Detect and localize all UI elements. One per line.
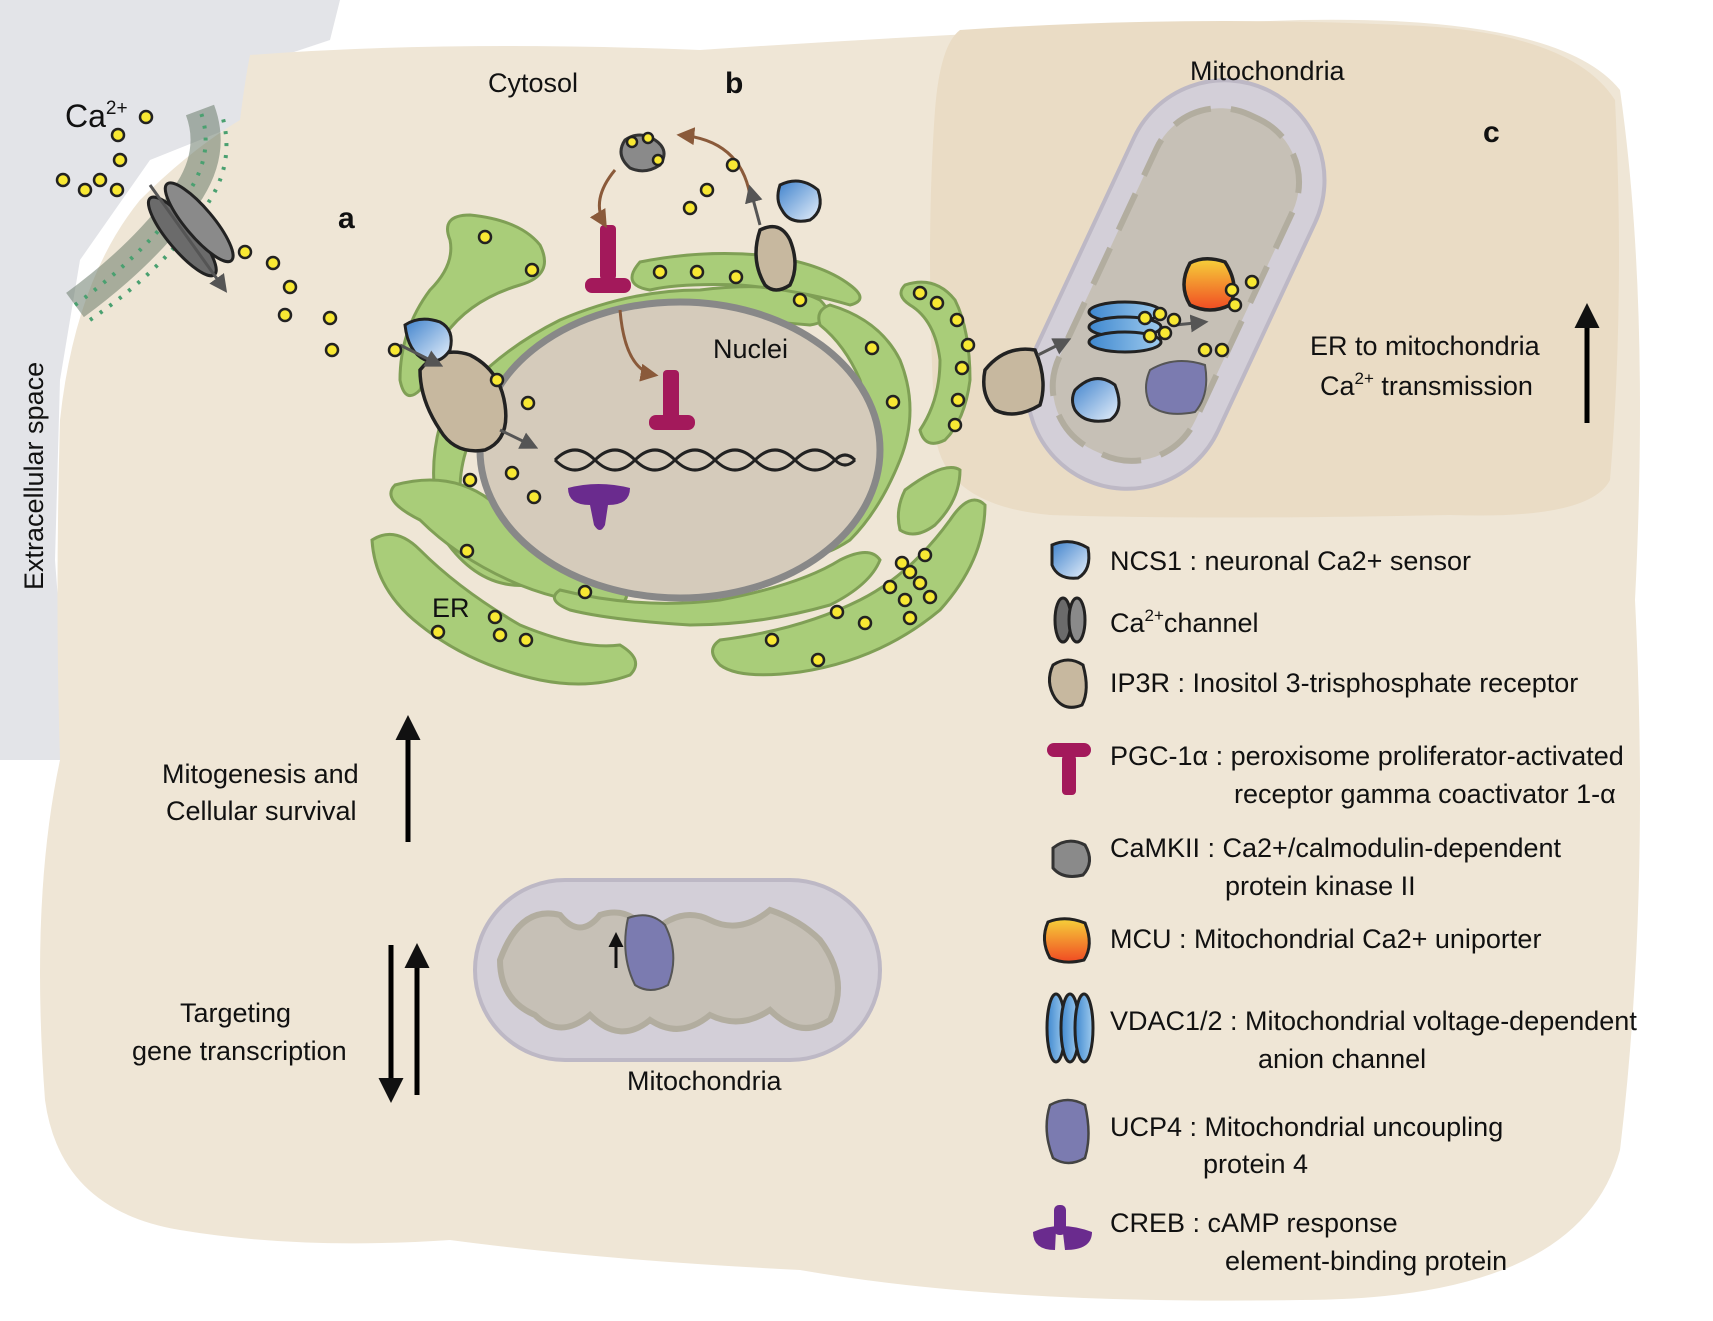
targeting-line2: gene transcription [132, 1036, 347, 1066]
ca-ions-intracellular [387, 157, 976, 668]
dna-icon [553, 448, 857, 472]
legend-ncs1-icon [1050, 540, 1091, 580]
ca-label-extracellular: Ca2+ [65, 98, 128, 134]
mitochondrion-bottom [473, 878, 882, 1062]
legend-pgc-text-2: receptor gamma coactivator 1-α [1234, 779, 1616, 809]
ca-ions-mito [1137, 274, 1260, 358]
ip3r-icon-er-left [418, 350, 508, 453]
ca-ions-extracellular [55, 109, 340, 358]
legend-pgc-icon [1047, 743, 1091, 795]
ucp4-icon-mito [1145, 360, 1208, 415]
legend-ucp4-icon [1045, 1098, 1090, 1165]
camkii-icon-cytosol [619, 131, 666, 173]
nuclei-label: Nuclei [713, 334, 788, 364]
mitogenesis-line1: Mitogenesis and [162, 759, 359, 789]
legend-creb-icon [1033, 1205, 1092, 1250]
legend-camkii-icon [1051, 839, 1091, 878]
targeting-line1: Targeting [180, 998, 291, 1028]
cytosol-label: Cytosol [488, 68, 578, 98]
panel-label-a: a [338, 202, 355, 235]
panel-label-c: c [1483, 116, 1500, 149]
legend-ucp4-text-1: UCP4 : Mitochondrial uncoupling [1110, 1112, 1503, 1142]
er-mito-line2: Ca2+ transmission [1320, 369, 1533, 401]
legend-camkii-text-2: protein kinase II [1225, 871, 1416, 901]
mito-top-label: Mitochondria [1190, 56, 1346, 86]
legend-vdac-text-1: VDAC1/2 : Mitochondrial voltage-dependen… [1110, 1006, 1637, 1036]
ncs1-icon-er-top [776, 179, 822, 223]
legend-camkii-text-1: CaMKII : Ca2+/calmodulin-dependent [1110, 833, 1562, 863]
er-label: ER [432, 593, 470, 623]
vdac-icon-mito [1087, 300, 1163, 354]
legend-ucp4-text-2: protein 4 [1203, 1149, 1308, 1179]
legend-creb-text-1: CREB : cAMP response [1110, 1208, 1398, 1238]
er-mito-line1: ER to mitochondria [1310, 331, 1541, 361]
legend-pgc-text-1: PGC-1α : peroxisome proliferator-activat… [1110, 741, 1624, 771]
legend-ip3r-icon [1048, 658, 1088, 709]
pgc-icon-nucleus [649, 370, 695, 430]
legend-vdac-icon [1045, 992, 1095, 1064]
legend-channel-icon [1053, 596, 1087, 644]
ip3r-icon-er-top [754, 224, 797, 292]
ncs1-icon-mito [1071, 377, 1121, 423]
legend-mcu-icon [1043, 917, 1091, 964]
legend-vdac-text-2: anion channel [1258, 1044, 1426, 1074]
panel-label-b: b [725, 67, 743, 100]
legend-channel-text: Ca2+channel [1110, 606, 1259, 638]
extracellular-label: Extracellular space [19, 362, 49, 590]
mcu-icon-mito [1182, 257, 1236, 312]
legend-ip3r-text: IP3R : Inositol 3-trisphosphate receptor [1110, 668, 1578, 698]
mitogenesis-line2: Cellular survival [166, 796, 357, 826]
creb-icon-nucleus [568, 484, 630, 530]
legend-creb-text-2: element-binding protein [1225, 1246, 1507, 1276]
mito-bottom-label: Mitochondria [627, 1066, 783, 1096]
legend-mcu-text: MCU : Mitochondrial Ca2+ uniporter [1110, 924, 1541, 954]
ip3r-icon-er-right [982, 347, 1045, 416]
pgc-icon-cytosol [585, 225, 631, 293]
legend-ncs1-text: NCS1 : neuronal Ca2+ sensor [1110, 546, 1471, 576]
